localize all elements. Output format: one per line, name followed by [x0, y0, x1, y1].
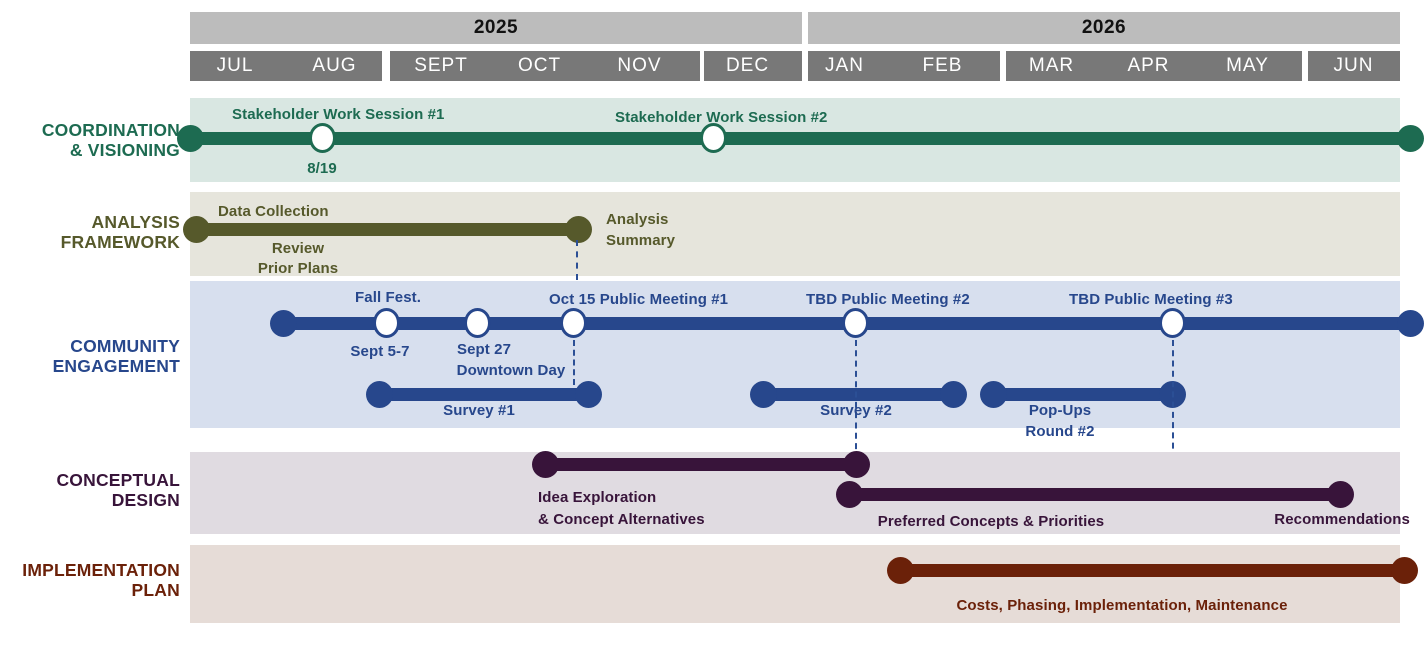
- data-collection-label: Data Collection: [218, 203, 329, 220]
- survey-2-label: Survey #2: [820, 402, 892, 419]
- month-group-4: [1006, 51, 1302, 81]
- costs-phasing-bar-start-cap: [886, 556, 914, 584]
- coordination-main-bar-end-cap: [1396, 124, 1424, 152]
- oct-15-public-meeting-1[interactable]: [559, 308, 587, 338]
- preferred-concepts-bar: [849, 487, 1340, 501]
- survey-1-label: Survey #1: [443, 402, 515, 419]
- pop-ups-label-line2: Round #2: [1025, 423, 1095, 440]
- month-header-jan: JAN: [825, 55, 864, 76]
- review-prior-plans-line1: Review: [271, 240, 325, 257]
- data-collection-bar: [196, 222, 578, 236]
- month-header-nov: NOV: [617, 55, 662, 76]
- costs-phasing-bar-end-cap: [1390, 556, 1418, 584]
- idea-exploration-bar-end-cap: [842, 450, 870, 478]
- year-header-2026: 2026: [808, 12, 1400, 44]
- tbd-public-meeting-2[interactable]: [841, 308, 869, 338]
- idea-exploration-line1: Idea Exploration: [538, 489, 657, 506]
- fall-fest-milestone[interactable]: [372, 308, 400, 338]
- month-header-oct: OCT: [517, 55, 562, 76]
- month-header-jun: JUN: [1333, 55, 1374, 76]
- row-label-coordination-visioning: COORDINATION& VISIONING: [0, 120, 180, 160]
- stakeholder-work-session-2[interactable]: [699, 123, 727, 153]
- month-header-sept: SEPT: [414, 55, 468, 76]
- stakeholder-work-session-1-date-label: 8/19: [307, 160, 337, 177]
- meeting-3-dashline: [1172, 340, 1174, 500]
- pop-ups-round-2-bar: [993, 387, 1172, 401]
- coordination-main-bar: [190, 131, 1410, 145]
- preferred-concepts-bar-end-cap: [1326, 480, 1354, 508]
- analysis-summary-line1: Analysis: [606, 211, 669, 228]
- month-group-5: [1308, 51, 1400, 81]
- row-label-line1: COORDINATION: [41, 120, 180, 140]
- month-header-jul: JUL: [216, 55, 254, 76]
- row-label-line2: FRAMEWORK: [60, 232, 180, 253]
- month-group-3: [808, 51, 1000, 81]
- row-label-line2: ENGAGEMENT: [52, 356, 180, 377]
- month-header-dec: DEC: [725, 55, 770, 76]
- month-header-mar: MAR: [1028, 55, 1075, 76]
- month-group-1: [390, 51, 700, 81]
- data-collection-bar-start-cap: [182, 215, 210, 243]
- month-header-may: MAY: [1226, 55, 1269, 76]
- row-label-line2: DESIGN: [111, 490, 180, 511]
- survey-1-bar-start-cap: [365, 380, 393, 408]
- analysis-summary-dashline: [576, 240, 578, 280]
- data-collection-bar-end-cap: [564, 215, 592, 243]
- idea-exploration-line2: & Concept Alternatives: [538, 511, 705, 528]
- survey-2-bar-end-cap: [939, 380, 967, 408]
- oct-15-public-meeting-1-label: Oct 15 Public Meeting #1: [549, 291, 729, 308]
- survey-1-bar-end-cap: [574, 380, 602, 408]
- oct-15-dashline: [573, 340, 575, 385]
- tbd-public-meeting-3-label: TBD Public Meeting #3: [1069, 291, 1233, 308]
- analysis-summary-line2: Summary: [606, 232, 676, 249]
- fall-fest-milestone-label: Fall Fest.: [354, 289, 422, 306]
- survey-2-bar-start-cap: [749, 380, 777, 408]
- idea-exploration-bar-start-cap: [531, 450, 559, 478]
- recommendations-label: Recommendations: [1274, 511, 1410, 528]
- stakeholder-work-session-1-label: Stakeholder Work Session #1: [232, 106, 445, 123]
- row-label-line2: & VISIONING: [69, 140, 180, 161]
- row-band-community-engagement: [190, 281, 1400, 428]
- month-header-feb: FEB: [922, 55, 963, 76]
- meeting-2-dashline: [855, 340, 857, 480]
- downtown-day-milestone[interactable]: [463, 308, 491, 338]
- pop-ups-label-line1: Pop-Ups: [1028, 402, 1092, 419]
- costs-phasing-label: Costs, Phasing, Implementation, Maintena…: [956, 597, 1288, 614]
- idea-exploration-bar: [545, 457, 856, 471]
- downtown-day-milestone-date-label: Sept 27: [456, 341, 512, 358]
- preferred-concepts-bar-start-cap: [835, 480, 863, 508]
- coordination-main-bar-start-cap: [176, 124, 204, 152]
- row-label-line1: CONCEPTUAL: [56, 470, 180, 490]
- month-header-apr: APR: [1127, 55, 1170, 76]
- fall-fest-milestone-date-label: Sept 5-7: [350, 343, 410, 360]
- downtown-day-milestone-sublabel: Downtown Day: [456, 362, 566, 379]
- preferred-concepts-label: Preferred Concepts & Priorities: [877, 513, 1105, 530]
- month-group-2: [704, 51, 802, 81]
- pop-ups-round-2-bar-start-cap: [979, 380, 1007, 408]
- review-prior-plans-line2: Prior Plans: [257, 260, 339, 277]
- month-group-0: [190, 51, 382, 81]
- stakeholder-work-session-2-label: Stakeholder Work Session #2: [615, 109, 828, 126]
- community-main-bar-end-cap: [1396, 309, 1424, 337]
- row-label-line1: COMMUNITY: [70, 336, 180, 356]
- tbd-public-meeting-3[interactable]: [1158, 308, 1186, 338]
- year-header-2025: 2025: [190, 12, 802, 44]
- costs-phasing-bar: [900, 563, 1404, 577]
- community-main-bar-start-cap: [269, 309, 297, 337]
- survey-2-bar: [763, 387, 953, 401]
- tbd-public-meeting-2-label: TBD Public Meeting #2: [806, 291, 970, 308]
- stakeholder-work-session-1[interactable]: [308, 123, 336, 153]
- row-label-line1: IMPLEMENTATION: [22, 560, 180, 580]
- row-band-implementation-plan: [190, 545, 1400, 623]
- row-label-line2: PLAN: [131, 580, 180, 601]
- month-header-aug: AUG: [312, 55, 357, 76]
- row-label-line1: ANALYSIS: [91, 212, 180, 232]
- survey-1-bar: [379, 387, 588, 401]
